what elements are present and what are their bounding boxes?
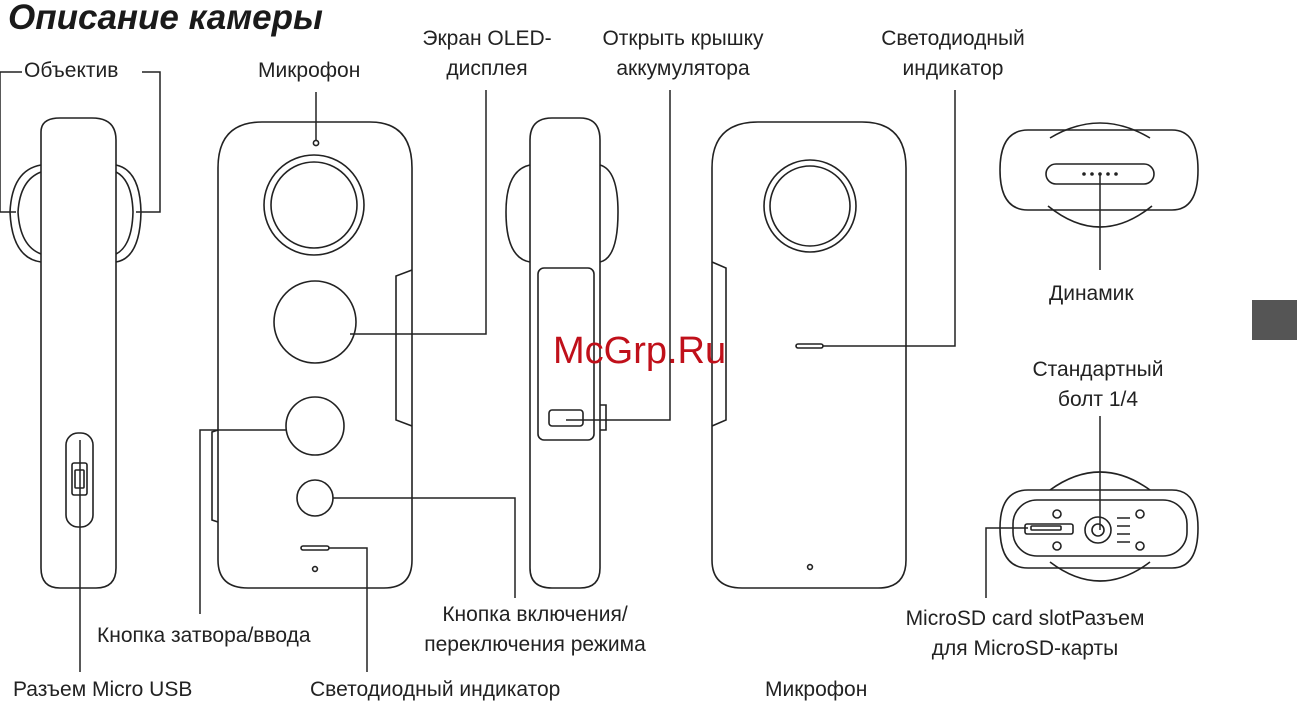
microphone-hole <box>313 140 318 145</box>
label-battery-cover: Открыть крышку аккумулятора <box>578 24 788 84</box>
label-battery-line2: аккумулятора <box>578 54 788 84</box>
label-oled-line1: Экран OLED- <box>402 24 572 54</box>
label-microsd-slot: MicroSD card slotРазъем для MicroSD-карт… <box>880 604 1170 664</box>
label-microsd-line1: MicroSD card slotРазъем <box>880 604 1170 634</box>
shutter-button <box>286 397 344 455</box>
back-lens <box>764 160 856 252</box>
camera-front-view <box>212 122 412 588</box>
label-power-line2: переключения режима <box>400 630 670 660</box>
power-button <box>297 480 333 516</box>
watermark: McGrp.Ru <box>553 330 726 373</box>
label-power-line1: Кнопка включения/ <box>400 600 670 630</box>
led-indicator-back <box>796 344 823 348</box>
label-shutter-button: Кнопка затвора/ввода <box>97 621 311 651</box>
microphone-hole-bottom <box>313 567 318 572</box>
label-tripod-line1: Стандартный <box>1008 355 1188 385</box>
camera-side-view-left <box>10 118 141 588</box>
label-led-top-line2: индикатор <box>858 54 1048 84</box>
microphone-hole-back <box>808 565 813 570</box>
label-oled-screen: Экран OLED- дисплея <box>402 24 572 84</box>
label-tripod-bolt: Стандартный болт 1/4 <box>1008 355 1188 415</box>
callout-lines <box>0 72 1100 672</box>
label-microsd-line2: для MicroSD-карты <box>880 634 1170 664</box>
label-speaker: Динамик <box>1049 279 1134 309</box>
front-lens <box>264 155 364 255</box>
label-led-top-line1: Светодиодный <box>858 24 1048 54</box>
label-microphone-top: Микрофон <box>258 56 360 86</box>
label-led-bottom: Светодиодный индикатор <box>310 675 560 705</box>
label-power-button: Кнопка включения/ переключения режима <box>400 600 670 660</box>
battery-cover-latch <box>549 410 583 426</box>
tripod-mount <box>1085 517 1111 543</box>
label-battery-line1: Открыть крышку <box>578 24 788 54</box>
oled-screen <box>274 281 356 363</box>
led-indicator <box>301 546 329 550</box>
camera-back-view <box>712 122 906 588</box>
label-lens: Объектив <box>24 56 118 86</box>
label-microphone-bottom: Микрофон <box>765 675 867 705</box>
label-tripod-line2: болт 1/4 <box>1008 385 1188 415</box>
page-edge-tab <box>1252 300 1297 340</box>
camera-bottom-view <box>1000 472 1198 581</box>
label-oled-line2: дисплея <box>402 54 572 84</box>
label-led-top: Светодиодный индикатор <box>858 24 1048 84</box>
camera-top-view <box>1000 123 1198 227</box>
label-micro-usb: Разъем Micro USB <box>13 675 192 705</box>
